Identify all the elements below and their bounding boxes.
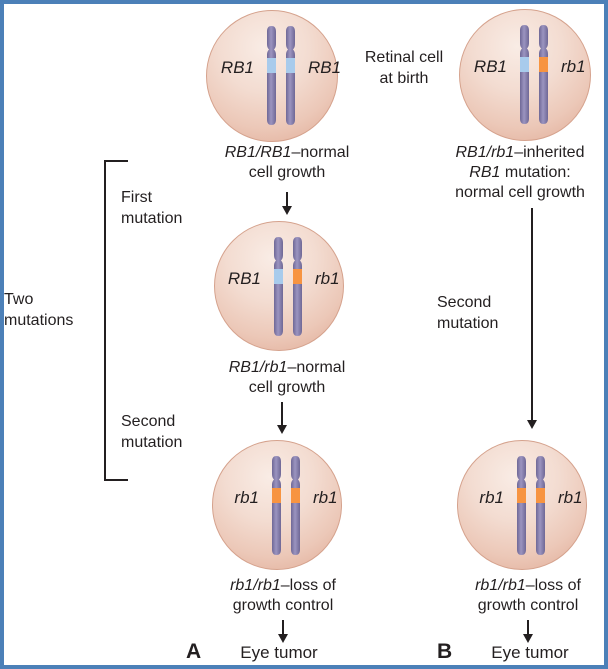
caption-text: –normal: [291, 144, 350, 161]
allele-label-left: RB1: [220, 58, 254, 77]
chromosome-pair: [515, 455, 547, 556]
cell-b1-inherited-mutation: RB1 rb1: [459, 9, 591, 141]
gene-band: [520, 57, 529, 72]
caption-a2: RB1/rb1–normal cell growth: [192, 358, 382, 398]
allele-label-left: rb1: [234, 488, 259, 507]
caption-text: –loss of: [280, 577, 336, 594]
chromosome-icon: [286, 26, 295, 125]
cell-b3-loss-of-control: rb1 rb1: [457, 440, 587, 570]
second-mutation-left-label: Second mutation: [121, 413, 183, 451]
allele-label-right: rb1: [558, 488, 583, 507]
caption-a1: RB1/RB1–normal cell growth: [192, 143, 382, 183]
chromosome-icon: [517, 456, 526, 555]
down-arrow-icon: [277, 620, 288, 643]
second-mutation-right-label: Second mutation: [437, 294, 499, 332]
gene-band: [293, 269, 302, 284]
allele-label-right: rb1: [313, 488, 338, 507]
caption-text: cell growth: [248, 164, 326, 181]
gene-band: [286, 58, 295, 73]
down-arrow-icon: [522, 620, 533, 643]
chromosome-icon: [272, 456, 281, 555]
caption-text: growth control: [232, 597, 334, 614]
allele-label-left: rb1: [479, 488, 504, 507]
gene-name: RB1/rb1: [228, 359, 288, 376]
chromosome-icon: [274, 237, 283, 336]
allele-label-right: rb1: [561, 57, 586, 76]
gene-band: [536, 488, 545, 503]
eye-tumor-a-label: Eye tumor: [240, 643, 318, 662]
chromosome-icon: [520, 25, 529, 124]
chromosome-icon: [291, 456, 300, 555]
allele-label-right: rb1: [315, 269, 340, 288]
caption-text: normal cell growth: [455, 184, 585, 201]
caption-text: mutation:: [500, 164, 571, 181]
cell-a2-first-mutation: RB1 rb1: [214, 221, 344, 351]
gene-band: [272, 488, 281, 503]
panel-b-label: B: [437, 640, 453, 663]
allele-label-right: RB1: [308, 58, 342, 77]
eye-tumor-b-label: Eye tumor: [491, 643, 569, 662]
caption-text: cell growth: [248, 379, 326, 396]
gene-name: rb1/rb1: [475, 577, 526, 594]
chromosome-icon: [293, 237, 302, 336]
down-arrow-icon: [276, 402, 287, 434]
gene-name: RB1/RB1: [224, 144, 292, 161]
chromosome-icon: [267, 26, 276, 125]
caption-b1: RB1/rb1–inherited RB1 mutation: normal c…: [420, 143, 608, 203]
caption-a3: rb1/rb1–loss of growth control: [188, 576, 378, 616]
caption-b3: rb1/rb1–loss of growth control: [433, 576, 608, 616]
first-mutation-label: First mutation: [121, 189, 183, 227]
allele-label-left: RB1: [473, 57, 507, 76]
gene-band: [517, 488, 526, 503]
allele-label-left: RB1: [227, 269, 261, 288]
chromosome-icon: [539, 25, 548, 124]
second-mutation-long-arrow-icon: [526, 208, 537, 429]
gene-name: rb1/rb1: [230, 577, 281, 594]
chromosome-pair: [272, 236, 304, 337]
chromosome-pair: [518, 24, 550, 125]
caption-text: –inherited: [514, 144, 585, 161]
gene-band: [267, 58, 276, 73]
down-arrow-icon: [281, 192, 292, 215]
two-mutations-bracket: [104, 160, 128, 481]
gene-name: RB1/rb1: [455, 144, 515, 161]
panel-a-label: A: [186, 640, 202, 663]
chromosome-pair: [270, 455, 302, 556]
retinal-cell-at-birth-label: Retinal cell at birth: [364, 49, 444, 87]
chromosome-pair: [265, 25, 297, 126]
cell-a3-loss-of-control: rb1 rb1: [212, 440, 342, 570]
two-mutations-label: Two mutations: [4, 291, 74, 329]
caption-text: –normal: [287, 359, 346, 376]
gene-band: [291, 488, 300, 503]
caption-text: growth control: [477, 597, 579, 614]
gene-band: [539, 57, 548, 72]
chromosome-icon: [536, 456, 545, 555]
cell-a1-retinal-cell-at-birth: RB1 RB1: [206, 10, 342, 142]
gene-name: RB1: [469, 164, 501, 181]
gene-band: [274, 269, 283, 284]
caption-text: –loss of: [525, 577, 581, 594]
